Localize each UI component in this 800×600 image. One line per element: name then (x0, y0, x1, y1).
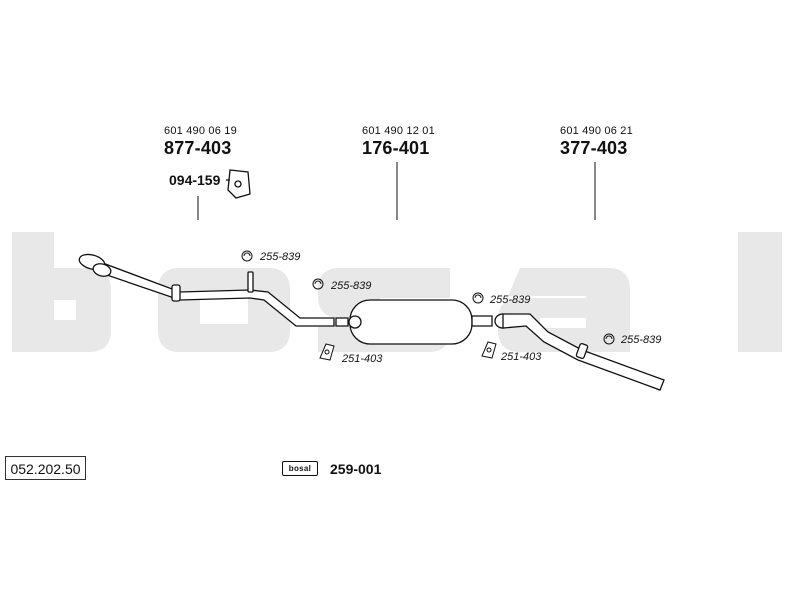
hanger-bracket (226, 169, 251, 199)
accessory-label: 255-839 (260, 251, 301, 263)
accessory-label: 251-403 (342, 353, 383, 365)
accessory-label: 255-839 (621, 334, 662, 346)
rear-pipe (494, 313, 665, 391)
accessory-label: 251-403 (501, 351, 542, 363)
accessory-label: 255-839 (331, 280, 372, 292)
oem-number-front-pipe: 601 490 06 19 (164, 125, 237, 137)
clamp-icon (603, 333, 615, 345)
oem-number-rear-pipe: 601 490 06 21 (560, 125, 633, 137)
diagram-number: 052.202.50 (5, 456, 86, 480)
leader-lines (197, 162, 596, 220)
rubber-mount-icon (319, 343, 335, 361)
accessory-label: 255-839 (490, 294, 531, 306)
oem-number-middle-silencer: 601 490 12 01 (362, 125, 435, 137)
rubber-mount-icon (481, 341, 497, 359)
kit-part-number: 259-001 (330, 461, 382, 477)
rubber-mount-icons (319, 341, 497, 361)
middle-silencer (335, 299, 493, 345)
part-number-middle-silencer: 176-401 (362, 138, 430, 158)
part-number-front-pipe: 877-403 (164, 138, 232, 158)
clamp-icon (241, 250, 253, 262)
bosal-logo: bosal (282, 461, 318, 476)
clamp-icons (241, 250, 615, 345)
clamp-icon (472, 292, 484, 304)
clamp-icon (312, 278, 324, 290)
front-pipe (78, 253, 335, 327)
part-number-rear-pipe: 377-403 (560, 138, 628, 158)
part-number-hanger: 094-159 (169, 172, 221, 188)
